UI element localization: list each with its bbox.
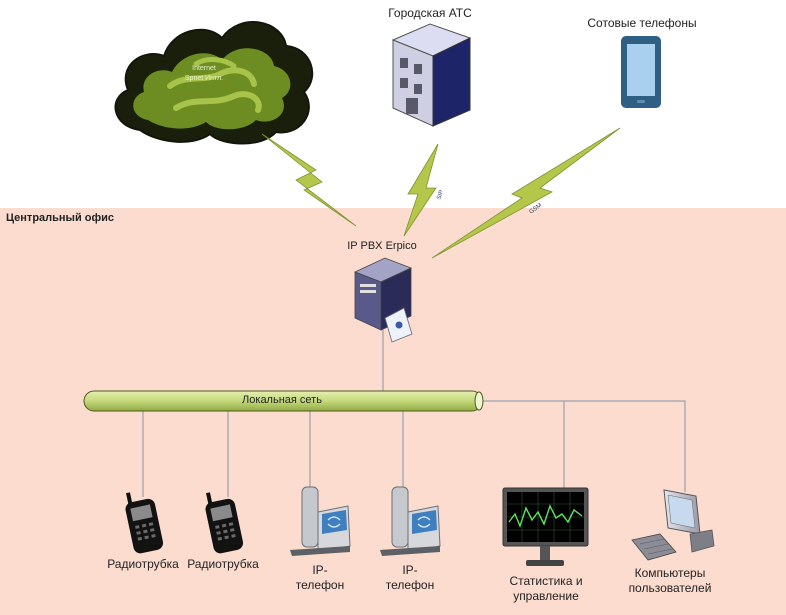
internet-label-line1: Internet [192,65,216,72]
ip-phone-label-2-line2: телефон [385,578,435,592]
ip-pbx-server-icon [353,257,413,343]
lan-bus [83,390,484,412]
internet-label: Internet Spnet Интл. [168,64,240,84]
internet-label-line2: Spnet Интл. [184,75,224,82]
mobile-phone-icon [621,36,661,108]
city-pbx-icon [391,23,472,127]
internet-cloud-icon [114,21,314,145]
mobile-phones-label: Сотовые телефоны [587,16,697,30]
radio-handset-label-2: Радиотрубка [187,557,259,571]
ip-phone-label-1: IP- телефон [280,563,360,593]
statistics-monitor-icon [502,487,589,566]
user-computers-icon [631,489,715,561]
user-computers-label-line1: Компьютеры [634,566,706,580]
ip-phone-label-2: IP- телефон [370,563,450,593]
gsm-link-lightning [431,127,621,259]
ip-phone-icon-2 [380,486,441,556]
radio-handset-label-1: Радиотрубка [107,557,179,571]
radio-handset-icon-1 [125,492,164,554]
ip-phone-icon-1 [290,486,351,556]
sip-link-lightning [403,143,439,237]
user-computers-label-line2: пользователей [628,581,712,595]
central-office-label: Центральный офис [6,212,114,224]
city-pbx-label: Городская АТС [388,6,472,20]
radio-handset-icon-2 [205,492,244,554]
ip-phone-label-1-line1: IP- [312,563,328,577]
user-computers-label: Компьютеры пользователей [616,566,724,596]
statistics-label-line1: Статистика и [509,574,583,588]
lan-label: Локальная сеть [242,394,322,406]
ip-pbx-label: IP PBX Erpico [347,240,417,252]
ip-phone-label-1-line2: телефон [295,578,345,592]
ip-phone-label-2-line1: IP- [402,563,418,577]
statistics-label-line2: управление [513,589,579,603]
network-connections [142,330,686,497]
statistics-label: Статистика и управление [496,574,596,604]
internet-link-lightning [261,133,357,227]
